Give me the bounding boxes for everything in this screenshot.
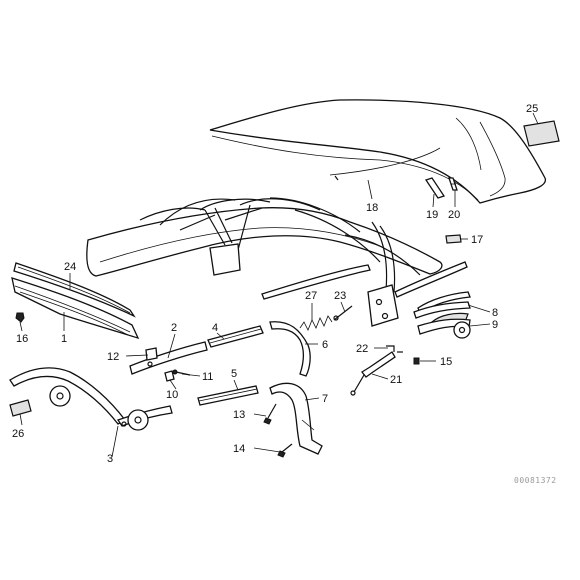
callout-17: 17 (471, 234, 483, 246)
part-6-seal (269, 321, 311, 377)
part-5-seal (197, 385, 259, 406)
part-22-clip (386, 345, 403, 353)
part-19-clip (424, 177, 446, 199)
callout-9: 9 (492, 319, 498, 331)
callout-24: 24 (64, 261, 76, 273)
part-10-clip (164, 370, 175, 382)
callout-11: 11 (202, 371, 213, 383)
part-26-block (9, 399, 32, 417)
callout-20: 20 (448, 209, 460, 221)
callout-4: 4 (212, 322, 218, 334)
callout-13: 13 (233, 409, 245, 421)
part-23-pin (333, 305, 353, 321)
part-21-strut (350, 351, 396, 396)
part-2-arm (129, 341, 208, 375)
part-13-bolt (263, 403, 277, 425)
callout-7: 7 (322, 393, 328, 405)
part-20-clip (448, 177, 458, 191)
callout-16: 16 (16, 333, 28, 345)
part-25-plate (523, 120, 560, 147)
catalog-number: 00081372 (514, 476, 557, 485)
callout-6: 6 (322, 339, 328, 351)
top-cover-part (209, 99, 547, 204)
part-14-bolt (277, 443, 293, 458)
part-8-seal (413, 301, 471, 319)
part-15-screw (413, 357, 420, 365)
callout-25: 25 (526, 103, 538, 115)
callout-14: 14 (233, 443, 245, 455)
callout-5: 5 (231, 368, 237, 380)
callout-26: 26 (12, 428, 24, 440)
callout-3: 3 (107, 453, 113, 465)
callout-15: 15 (440, 356, 452, 368)
part-1-header (11, 277, 140, 340)
part-4-seal (207, 325, 264, 348)
leader-lines (19, 112, 539, 458)
callout-19: 19 (426, 209, 438, 221)
callout-22: 22 (356, 343, 368, 355)
part-27-spring (299, 315, 333, 331)
top-frame-assembly (86, 197, 471, 331)
callout-10: 10 (166, 389, 178, 401)
callout-23: 23 (334, 290, 346, 302)
callout-1: 1 (61, 333, 67, 345)
part-17-block (445, 234, 462, 244)
part-24-seal (13, 262, 136, 318)
callout-8: 8 (492, 307, 498, 319)
part-7-pillar (269, 382, 323, 455)
part-16-screw (15, 312, 25, 323)
part-9-seal (417, 318, 471, 339)
part-3-rail (9, 367, 173, 431)
callout-2: 2 (171, 322, 177, 334)
callout-12: 12 (107, 351, 119, 363)
part-12-bracket (145, 347, 158, 361)
callout-21: 21 (390, 374, 402, 386)
callout-27: 27 (305, 290, 317, 302)
callout-18: 18 (366, 202, 378, 214)
